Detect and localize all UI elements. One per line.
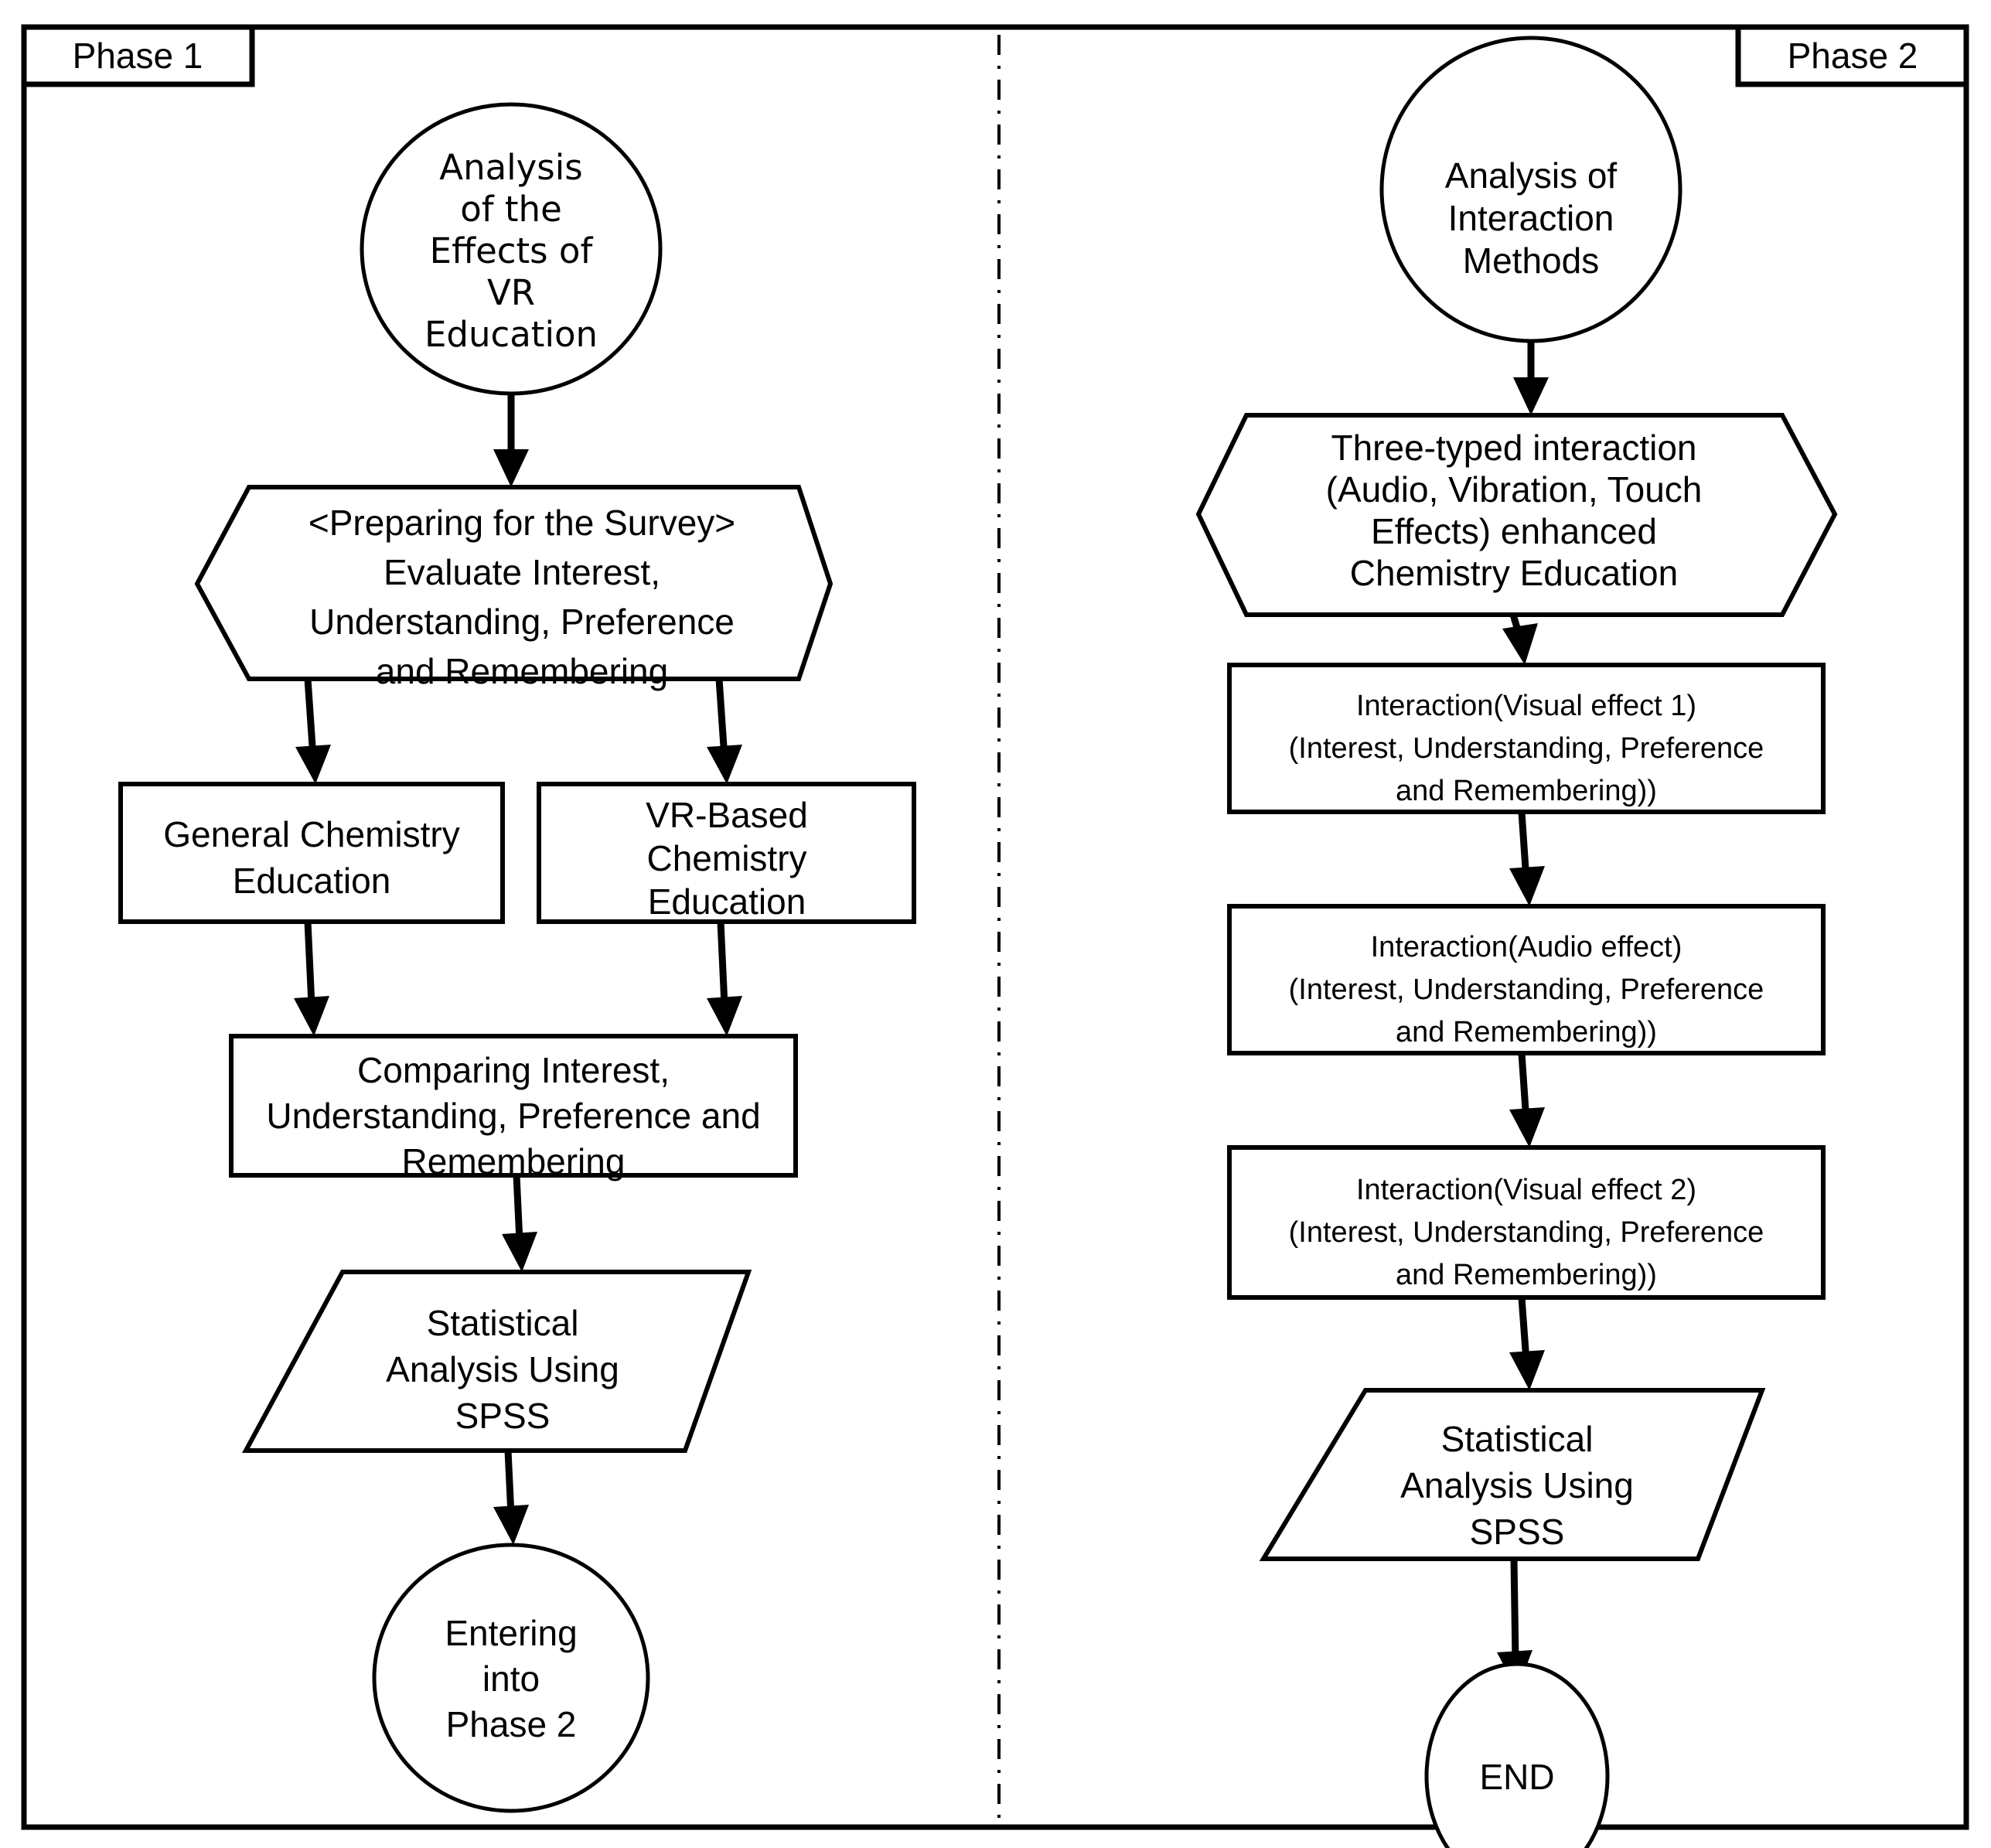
arrow-p2-three-typed-to-visual1 — [1502, 613, 1538, 665]
node-p2-end[interactable]: END — [1424, 1662, 1610, 1848]
node-p2-start-line-2: Methods — [1463, 240, 1599, 281]
node-p2-visual-effect-2-line-2: and Remembering)) — [1396, 1259, 1657, 1291]
node-p2-start-line-0: Analysis of — [1445, 155, 1618, 196]
arrow-p1-general-to-comparing — [294, 921, 329, 1036]
node-p1-survey-line-3: and Remembering — [376, 651, 668, 691]
phase-2-label: Phase 2 — [1735, 24, 1969, 87]
phase-1-label: Phase 1 — [21, 24, 255, 87]
node-p2-visual-effect-1-line-0: Interaction(Visual effect 1) — [1356, 690, 1696, 722]
node-p1-general-education-line-1: Education — [233, 861, 391, 901]
node-p2-audio-effect[interactable]: Interaction(Audio effect) (Interest, Und… — [1227, 904, 1826, 1055]
arrow-p1-comparing-to-stats — [502, 1175, 537, 1272]
arrow-p2-visual2-to-stats — [1509, 1297, 1545, 1390]
node-p2-three-typed-line-0: Three-typed interaction — [1331, 428, 1696, 468]
node-p1-survey-line-1: Evaluate Interest, — [384, 552, 660, 592]
node-p2-statistical-analysis[interactable]: Statistical Analysis Using SPSS — [1259, 1388, 1766, 1561]
node-p2-start[interactable]: Analysis of Interaction Methods — [1379, 36, 1682, 343]
node-p1-comparing-line-2: Remembering — [402, 1141, 626, 1181]
node-p1-comparing[interactable]: Comparing Interest, Understanding, Prefe… — [229, 1034, 798, 1181]
node-p1-start-line-1: of the — [460, 189, 562, 230]
node-p2-visual-effect-1-line-1: (Interest, Understanding, Preference — [1289, 732, 1764, 765]
node-p2-visual-effect-2-line-0: Interaction(Visual effect 2) — [1356, 1174, 1696, 1206]
node-p1-vr-education-line-1: Chemistry — [646, 838, 806, 878]
node-p1-start-line-2: Effects of — [430, 230, 594, 271]
node-p1-end-line-1: into — [482, 1659, 540, 1699]
node-p1-start[interactable]: Analysis of the Effects of VR Education — [360, 102, 663, 396]
phase-1-label-text: Phase 1 — [73, 36, 203, 76]
diagram-outer-frame — [21, 24, 1969, 1830]
arrow-p2-visual1-to-audio — [1509, 811, 1545, 906]
arrow-p1-start-to-survey — [493, 394, 529, 487]
node-p1-general-education-line-0: General Chemistry — [163, 814, 459, 854]
phase-2-label-text: Phase 2 — [1788, 36, 1918, 76]
arrow-p1-stats-to-end — [493, 1450, 529, 1545]
node-p2-start-line-1: Interaction — [1448, 198, 1614, 238]
arrow-p1-survey-to-vr — [707, 678, 742, 784]
node-p2-visual-effect-2-line-1: (Interest, Understanding, Preference — [1289, 1216, 1764, 1249]
node-p1-vr-education-line-0: VR-Based — [646, 795, 808, 835]
node-p2-statistical-analysis-line-2: SPSS — [1470, 1512, 1565, 1552]
node-p1-general-education[interactable]: General Chemistry Education — [118, 782, 505, 924]
node-p1-end[interactable]: Entering into Phase 2 — [372, 1543, 650, 1813]
node-p2-three-typed-line-1: (Audio, Vibration, Touch — [1326, 469, 1703, 510]
node-p1-survey[interactable]: <Preparing for the Survey> Evaluate Inte… — [194, 485, 834, 691]
node-p1-start-line-4: Education — [424, 314, 598, 355]
node-p2-three-typed-line-2: Effects) enhanced — [1371, 511, 1657, 551]
node-p1-end-line-2: Phase 2 — [446, 1704, 577, 1744]
node-p1-comparing-line-1: Understanding, Preference and — [266, 1096, 760, 1136]
arrow-p1-survey-to-general — [295, 678, 331, 784]
node-p2-visual-effect-1[interactable]: Interaction(Visual effect 1) (Interest, … — [1227, 663, 1826, 814]
node-p1-comparing-line-0: Comparing Interest, — [357, 1050, 670, 1090]
node-p1-statistical-analysis-line-0: Statistical — [427, 1303, 579, 1343]
node-p1-survey-line-2: Understanding, Preference — [309, 602, 735, 642]
node-p2-audio-effect-line-2: and Remembering)) — [1396, 1016, 1657, 1048]
node-p1-end-line-0: Entering — [445, 1613, 577, 1653]
node-p1-statistical-analysis-line-2: SPSS — [455, 1396, 551, 1436]
node-p2-end-line-0: END — [1479, 1757, 1554, 1797]
node-p2-audio-effect-line-1: (Interest, Understanding, Preference — [1289, 973, 1764, 1006]
arrow-p1-vr-to-comparing — [707, 921, 742, 1036]
node-p2-statistical-analysis-line-0: Statistical — [1441, 1419, 1594, 1459]
node-p2-three-typed-line-3: Chemistry Education — [1350, 553, 1678, 593]
node-p1-vr-education-line-2: Education — [648, 881, 806, 922]
node-p2-visual-effect-2[interactable]: Interaction(Visual effect 2) (Interest, … — [1227, 1145, 1826, 1300]
node-p2-visual-effect-1-line-2: and Remembering)) — [1396, 775, 1657, 807]
arrow-p2-audio-to-visual2 — [1509, 1052, 1545, 1147]
node-p1-statistical-analysis[interactable]: Statistical Analysis Using SPSS — [241, 1270, 752, 1453]
node-p2-audio-effect-line-0: Interaction(Audio effect) — [1371, 931, 1682, 963]
node-p1-start-line-0: Analysis — [439, 147, 582, 188]
node-p1-survey-line-0: <Preparing for the Survey> — [309, 503, 735, 543]
node-p1-statistical-analysis-line-1: Analysis Using — [386, 1349, 619, 1389]
node-p1-vr-education[interactable]: VR-Based Chemistry Education — [537, 782, 916, 924]
arrow-p2-start-to-three-typed — [1513, 341, 1549, 415]
node-p1-start-line-3: VR — [487, 272, 535, 313]
node-p2-statistical-analysis-line-1: Analysis Using — [1400, 1465, 1634, 1505]
node-p2-three-typed[interactable]: Three-typed interaction (Audio, Vibratio… — [1195, 413, 1838, 617]
